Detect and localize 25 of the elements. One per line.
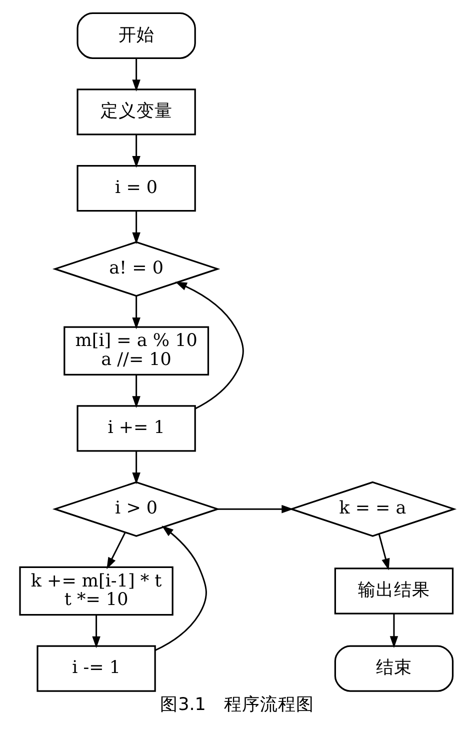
arrow (154, 526, 207, 651)
arrow (106, 532, 126, 570)
arrow (378, 534, 390, 570)
arrow (92, 614, 100, 648)
node-box: k += m[i-1] * t t *= 10 (19, 566, 174, 616)
arrow (175, 282, 244, 410)
node-box: m[i] = a % 10 a //= 10 (64, 326, 210, 376)
node-box: 定义变量 (76, 88, 196, 136)
arrow (132, 451, 140, 484)
node-diamond: k = = a (288, 481, 457, 537)
arrow (390, 614, 398, 648)
node-box: i += 1 (76, 405, 196, 452)
arrow (132, 210, 140, 244)
node-box: i -= 1 (36, 645, 156, 692)
node-diamond: a! = 0 (52, 241, 220, 297)
node-box: 结束 (334, 645, 454, 692)
caption: 图3.1 程序流程图 (160, 695, 314, 716)
node-box: 输出结果 (334, 568, 454, 614)
arrow (218, 504, 294, 514)
arrow (132, 374, 140, 408)
node-box: i = 0 (76, 164, 196, 212)
node-box: 开始 (76, 12, 196, 60)
arrow (132, 134, 140, 168)
arrow (132, 296, 140, 330)
arrow (132, 58, 140, 92)
